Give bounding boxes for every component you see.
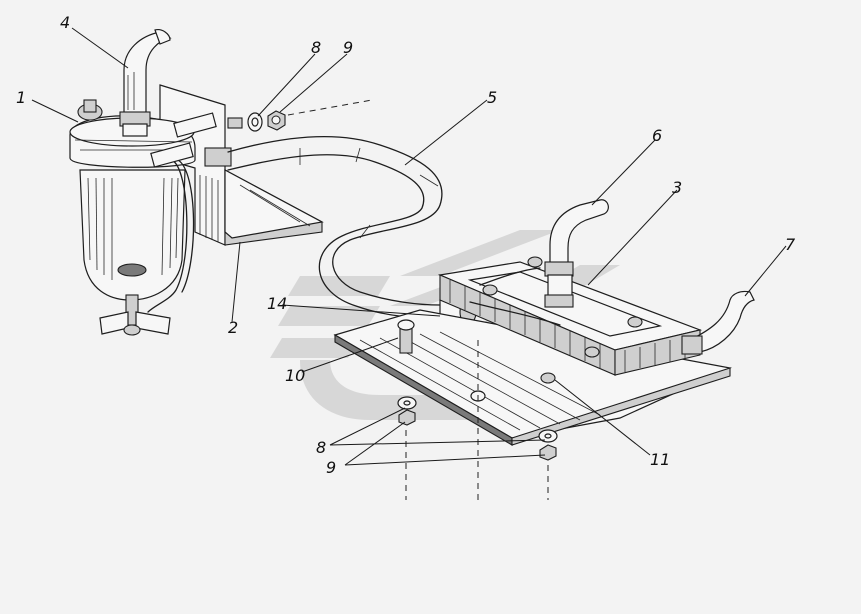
callout-3: 3 bbox=[672, 178, 682, 197]
outlet-pipe bbox=[681, 290, 755, 355]
callout-9-upper: 9 bbox=[343, 38, 353, 57]
connecting-hose bbox=[227, 135, 443, 319]
callout-8-upper: 8 bbox=[311, 38, 321, 57]
lower-nut-left bbox=[398, 409, 416, 426]
bracket-bolt bbox=[227, 117, 243, 129]
lower-washer-left bbox=[397, 396, 417, 410]
callout-labels: 1 2 3 4 5 6 7 8 8 9 9 10 11 14 bbox=[16, 13, 796, 477]
callout-7: 7 bbox=[785, 235, 796, 254]
stud-bolt bbox=[397, 319, 415, 354]
callout-4: 4 bbox=[60, 13, 70, 32]
callout-9-lower: 9 bbox=[326, 458, 336, 477]
callout-2: 2 bbox=[228, 318, 238, 337]
centerlines bbox=[287, 99, 549, 500]
lower-washer-right bbox=[538, 429, 558, 443]
callout-11: 11 bbox=[650, 450, 670, 469]
callout-8-lower: 8 bbox=[316, 438, 326, 457]
callout-1: 1 bbox=[16, 88, 26, 107]
vertical-pipe bbox=[544, 199, 609, 308]
callout-14: 14 bbox=[267, 294, 287, 313]
lower-nut-right bbox=[539, 444, 557, 461]
outlet-fitting bbox=[150, 112, 232, 168]
inlet-pipe bbox=[119, 29, 172, 137]
upper-washer bbox=[247, 112, 263, 132]
base-plate bbox=[333, 309, 732, 446]
callout-6: 6 bbox=[652, 126, 662, 145]
callout-5: 5 bbox=[487, 88, 497, 107]
leader-lines bbox=[31, 27, 787, 466]
upper-nut bbox=[267, 110, 286, 131]
callout-10: 10 bbox=[285, 366, 305, 385]
